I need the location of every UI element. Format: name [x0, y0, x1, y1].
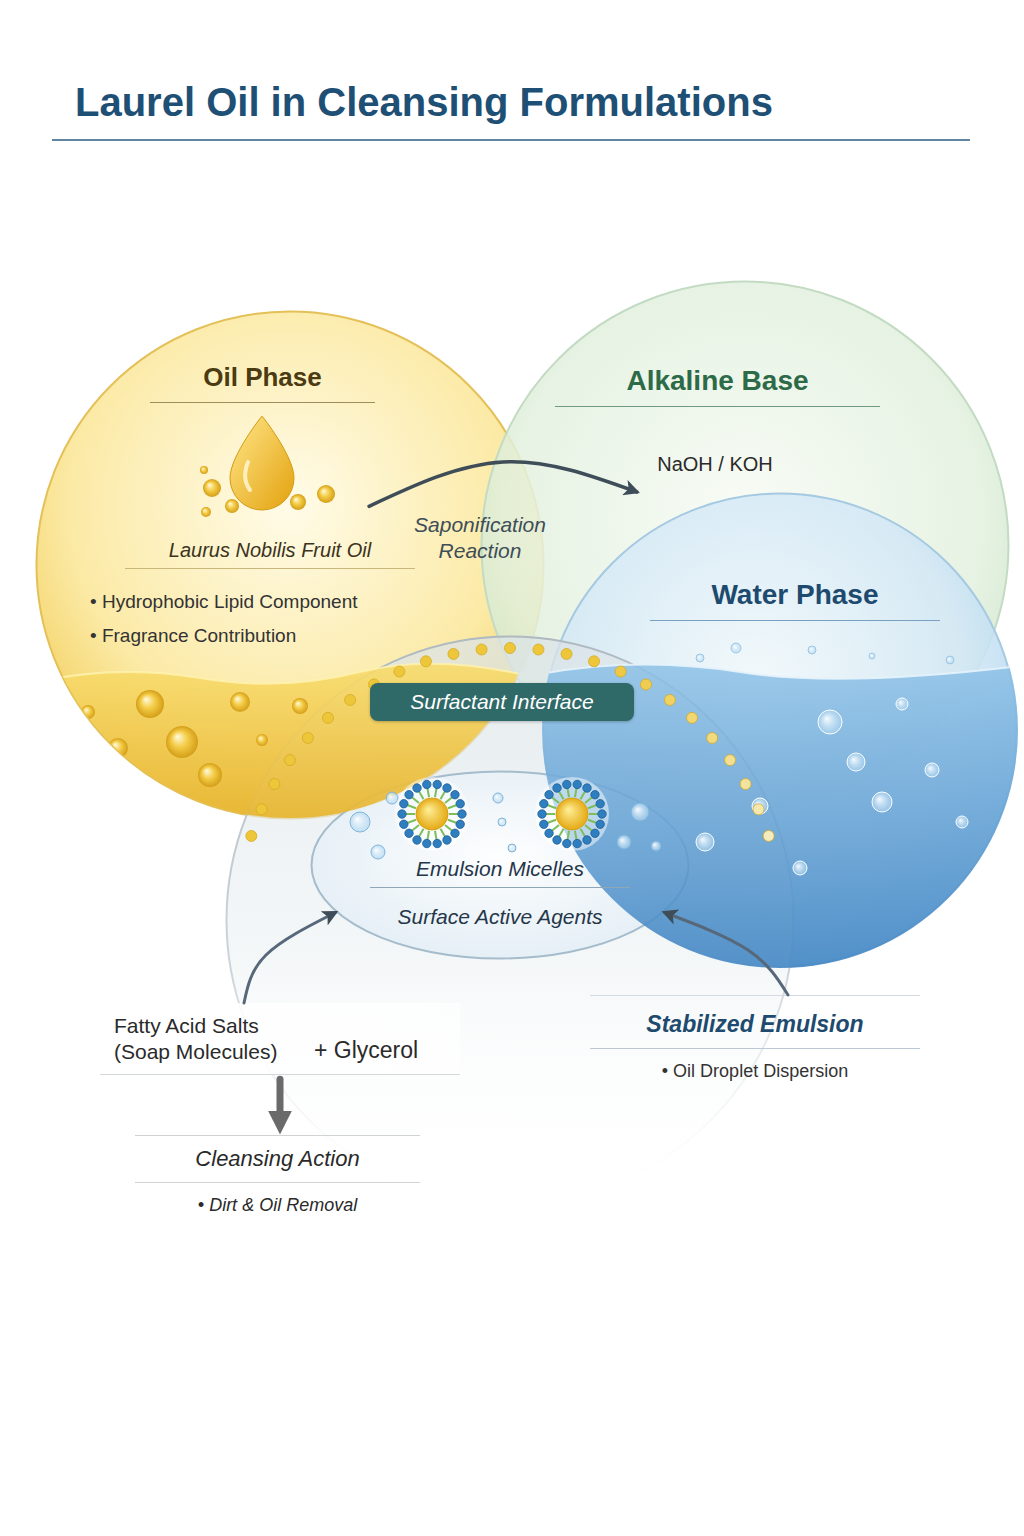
edge-label: Saponification Reaction — [390, 512, 570, 563]
byproduct-name: + Glycerol — [314, 1036, 418, 1064]
result-box: Cleansing Action• Dirt & Oil Removal — [135, 1135, 420, 1229]
chemical-formula: NaOH / KOH — [635, 452, 795, 476]
surfactant-dots — [246, 643, 774, 842]
water-liquid — [540, 664, 1020, 980]
oil-drop-icon — [200, 416, 335, 517]
water-drops — [696, 643, 954, 664]
oil-liquid — [35, 664, 545, 830]
phase-heading: Alkaline Base — [555, 364, 880, 407]
interface-pill: Surfactant Interface — [370, 683, 634, 721]
result-box: Stabilized Emulsion• Oil Droplet Dispers… — [590, 995, 920, 1095]
bullet-item: • Dirt & Oil Removal — [135, 1183, 420, 1229]
flow-arrow — [244, 913, 335, 1004]
region-heading: Emulsion Micelles — [370, 856, 630, 888]
outline — [227, 637, 794, 1204]
outline — [312, 772, 689, 959]
micelle-icons — [395, 777, 609, 851]
block-arrow — [277, 1079, 284, 1113]
surfactant-region: Surfactant InterfaceEmulsion MicellesSur… — [225, 635, 795, 1205]
reaction-arrow — [369, 462, 637, 507]
result-heading: Stabilized Emulsion — [590, 996, 920, 1049]
phase-heading: Oil Phase — [150, 362, 375, 403]
title-rule — [52, 139, 970, 141]
phase-heading: Water Phase — [650, 578, 940, 621]
result-heading: Cleansing Action — [135, 1136, 420, 1183]
micelle-ellipse: Emulsion MicellesSurface Active Agents — [310, 770, 690, 960]
bullet-item: • Oil Droplet Dispersion — [590, 1049, 920, 1095]
region-subtext: Surface Active Agents — [370, 904, 630, 930]
ingredient-name: Laurus Nobilis Fruit Oil — [125, 538, 415, 569]
bullet-item: • Hydrophobic Lipid Component — [90, 590, 440, 613]
flow-arrow — [665, 913, 788, 996]
product-name: Fatty Acid Salts (Soap Molecules) — [114, 1013, 304, 1064]
diagram-title: Laurel Oil in Cleansing Formulations — [75, 80, 773, 125]
bullet-item: • Fragrance Contribution — [90, 624, 440, 647]
product-box: Fatty Acid Salts (Soap Molecules) + Glyce… — [100, 1003, 460, 1075]
emulsion-bubbles — [350, 792, 661, 859]
